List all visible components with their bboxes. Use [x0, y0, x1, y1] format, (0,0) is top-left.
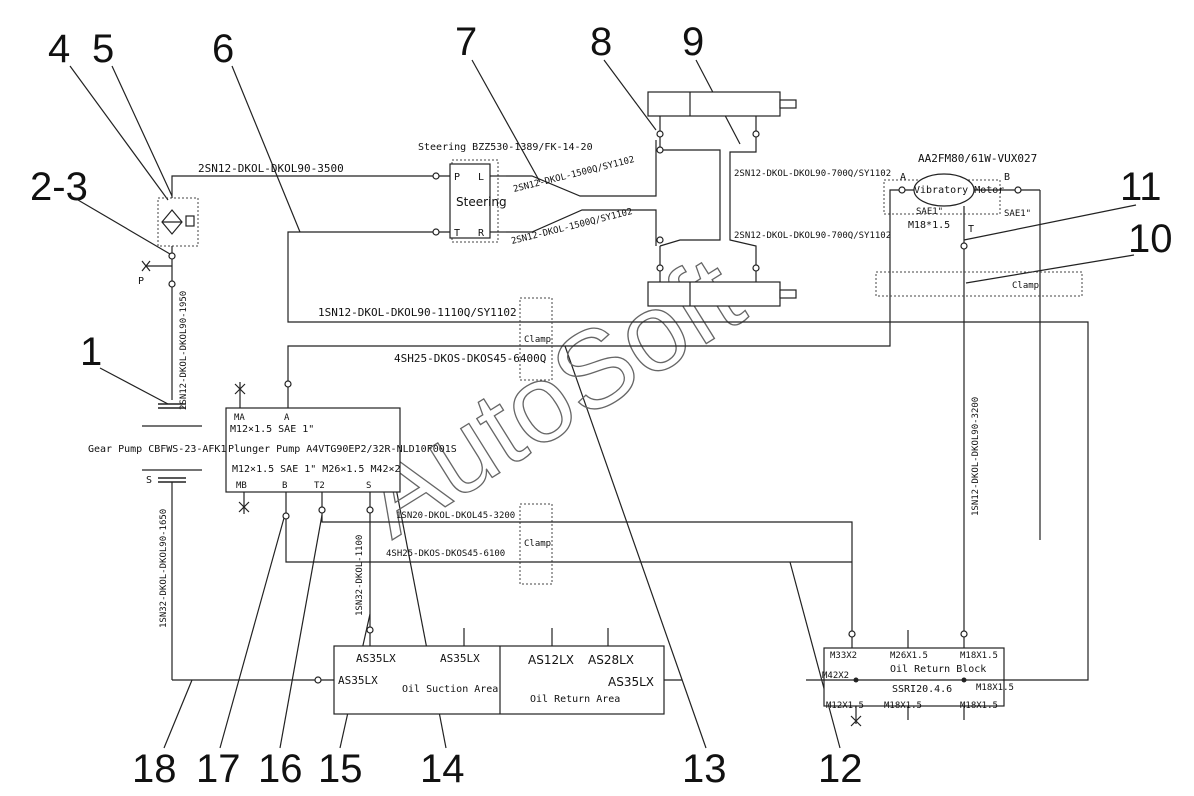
plunger-top-spec: M12×1.5 SAE 1" — [230, 424, 314, 435]
callout-10: 10 — [1128, 217, 1173, 261]
steering-cylinder-top — [647, 91, 797, 140]
callout-4: 4 — [48, 27, 70, 71]
gear-pump — [142, 403, 202, 680]
hose-line-top — [171, 175, 430, 198]
hose-line-6100 — [285, 520, 852, 563]
block-m18c: M18X1.5 — [884, 701, 922, 711]
steering-cylinder-bottom — [647, 252, 797, 307]
filter-port-p: P — [138, 276, 144, 287]
filter-assembly — [141, 197, 199, 400]
hose-label-3200v: 1SN12-DKOL-DKOL90-3200 — [971, 397, 981, 516]
hose-label-3200h: 1SN20-DKOL-DKOL45-3200 — [396, 511, 515, 521]
block-m18b: M18X1.5 — [976, 683, 1014, 693]
steering-unit — [430, 159, 506, 243]
tank-as35lx-left: AS35LX — [338, 674, 378, 687]
hose-label-cyl2: 2SN12-DKOL-DKOL90-700Q/SY1102 — [734, 231, 891, 241]
steering-title: Steering BZZ530-1389/FK-14-20 — [418, 142, 593, 153]
tank-suction-area: Oil Suction Area — [402, 684, 498, 695]
callout-15: 15 — [318, 747, 363, 791]
hose-label-1950: 2SN12-DKOL-DKOL90-1950 — [179, 291, 189, 410]
cylinder-cross-hoses — [656, 140, 757, 252]
clamp-right — [875, 271, 1083, 297]
block-m12: M12X1.5 — [826, 701, 864, 711]
callout-1: 1 — [80, 330, 102, 374]
hose-label-6400: 4SH25-DKOS-DKOS45-6400Q — [394, 352, 546, 365]
callout-13: 13 — [682, 747, 727, 791]
block-m18d: M18X1.5 — [960, 701, 998, 711]
clamp-center-bottom — [519, 503, 553, 585]
clamp-right-label: Clamp — [1012, 281, 1039, 291]
callout-7: 7 — [455, 20, 477, 64]
hose-line-l — [506, 140, 657, 197]
vibratory-port-a: A — [900, 172, 906, 183]
vibratory-sae-right: SAE1" — [1004, 209, 1031, 219]
tank-as35lx-right: AS35LX — [608, 675, 654, 689]
block-model: SSRI20.4.6 — [892, 684, 952, 695]
block-m42: M42X2 — [822, 671, 849, 681]
callout-16: 16 — [258, 747, 303, 791]
hose-line-r — [506, 209, 657, 246]
callout-11: 11 — [1120, 165, 1162, 209]
callout-17: 17 — [196, 747, 241, 791]
hose-line-return — [287, 231, 1089, 681]
steering-port-t: T — [454, 228, 460, 239]
block-m33: M33X2 — [830, 651, 857, 661]
oil-return-block — [806, 332, 1040, 727]
block-m18a: M18X1.5 — [960, 651, 998, 661]
tank-return-area: Oil Return Area — [530, 694, 620, 705]
tank-as12lx: AS12LX — [528, 653, 574, 667]
steering-port-r: R — [478, 228, 485, 239]
vibratory-title: AA2FM80/61W-VUX027 — [918, 152, 1037, 165]
callout-9: 9 — [682, 20, 704, 64]
steering-label: Steering — [456, 195, 507, 209]
callout-2-3: 2-3 — [30, 165, 88, 209]
tank-as28lx: AS28LX — [588, 653, 634, 667]
hose-label-3500: 2SN12-DKOL-DKOL90-3500 — [198, 162, 344, 175]
gear-pump-port-s: S — [146, 475, 152, 486]
hose-label-1650: 1SN32-DKOL-DKOL90-1650 — [159, 509, 169, 628]
plunger-bottom-spec: M12×1.5 SAE 1" M26×1.5 M42×2 — [232, 464, 401, 475]
hose-label-l: 2SN12-DKOL-1500Q/SY1102 — [512, 155, 635, 195]
plunger-port-ma: MA — [234, 413, 245, 423]
block-name: Oil Return Block — [890, 664, 986, 675]
vibratory-motor — [287, 173, 1041, 540]
plunger-port-b: B — [282, 481, 287, 491]
plunger-name: Plunger Pump A4VTG90EP2/32R-NLD10F001S — [228, 444, 457, 455]
hose-label-r: 2SN12-DKOL-1500Q/SY1102 — [510, 207, 633, 247]
callout-8: 8 — [590, 20, 612, 64]
gear-pump-label: Gear Pump CBFWS-23-AFK1 — [88, 444, 226, 455]
hose-label-1110: 1SN12-DKOL-DKOL90-1110Q/SY1102 — [318, 306, 517, 319]
callout-14: 14 — [420, 747, 465, 791]
steering-port-p: P — [454, 172, 460, 183]
vibratory-port-b: B — [1004, 172, 1010, 183]
plunger-pump — [225, 380, 401, 620]
clamp-center-top — [519, 297, 553, 381]
hose-label-6100: 4SH25-DKOS-DKOS45-6100 — [386, 549, 505, 559]
vibratory-label: Vibratory Motor — [914, 185, 1004, 196]
vibratory-sae-left: SAE1" — [916, 207, 943, 217]
clamp-center-bottom-label: Clamp — [524, 539, 551, 549]
vibratory-m18: M18*1.5 — [908, 220, 950, 231]
plunger-port-s: S — [366, 481, 371, 491]
callout-5: 5 — [92, 27, 114, 71]
hose-line-3200h — [321, 514, 853, 630]
tank-as35lx-top2: AS35LX — [440, 652, 480, 665]
block-m26: M26X1.5 — [890, 651, 928, 661]
callout-12: 12 — [818, 747, 863, 791]
hose-label-cyl1: 2SN12-DKOL-DKOL90-700Q/SY1102 — [734, 169, 891, 179]
callout-6: 6 — [212, 27, 234, 71]
vibratory-port-t: T — [968, 224, 974, 235]
plunger-port-mb: MB — [236, 481, 247, 491]
tank-as35lx-top1: AS35LX — [356, 652, 396, 665]
plunger-port-t2: T2 — [314, 481, 325, 491]
plunger-port-a: A — [284, 413, 290, 423]
steering-port-l: L — [478, 172, 484, 183]
hose-label-1100: 1SN32-DKOL-1100 — [355, 535, 365, 616]
clamp-center-top-label: Clamp — [524, 335, 551, 345]
callout-18: 18 — [132, 747, 177, 791]
hydraulic-tank — [172, 620, 682, 715]
